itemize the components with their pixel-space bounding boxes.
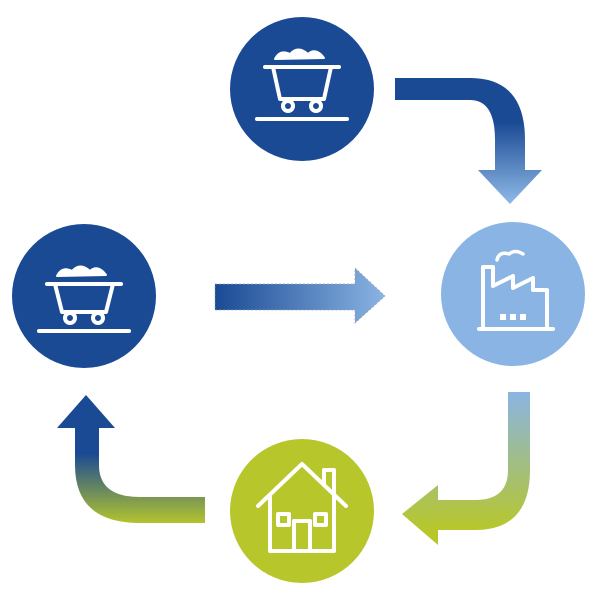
node-bottom-circle: [230, 439, 374, 583]
arrow-factory-to-house: [402, 392, 530, 545]
node-left-mine-cart: [12, 224, 156, 368]
arrow-top-to-factory: [395, 78, 542, 204]
node-left-circle: [12, 224, 156, 368]
node-top-mine-cart: [230, 17, 374, 161]
arrow-left-to-factory: [214, 267, 386, 324]
mine-cart-icon: [255, 48, 349, 121]
factory-icon: [477, 249, 555, 331]
node-right-factory: [441, 222, 585, 366]
node-top-circle: [230, 17, 374, 161]
house-icon: [256, 462, 348, 553]
node-bottom-house: [230, 439, 374, 583]
mine-cart-icon: [37, 265, 131, 333]
node-right-circle: [441, 222, 585, 366]
arrow-house-to-left: [57, 395, 205, 523]
